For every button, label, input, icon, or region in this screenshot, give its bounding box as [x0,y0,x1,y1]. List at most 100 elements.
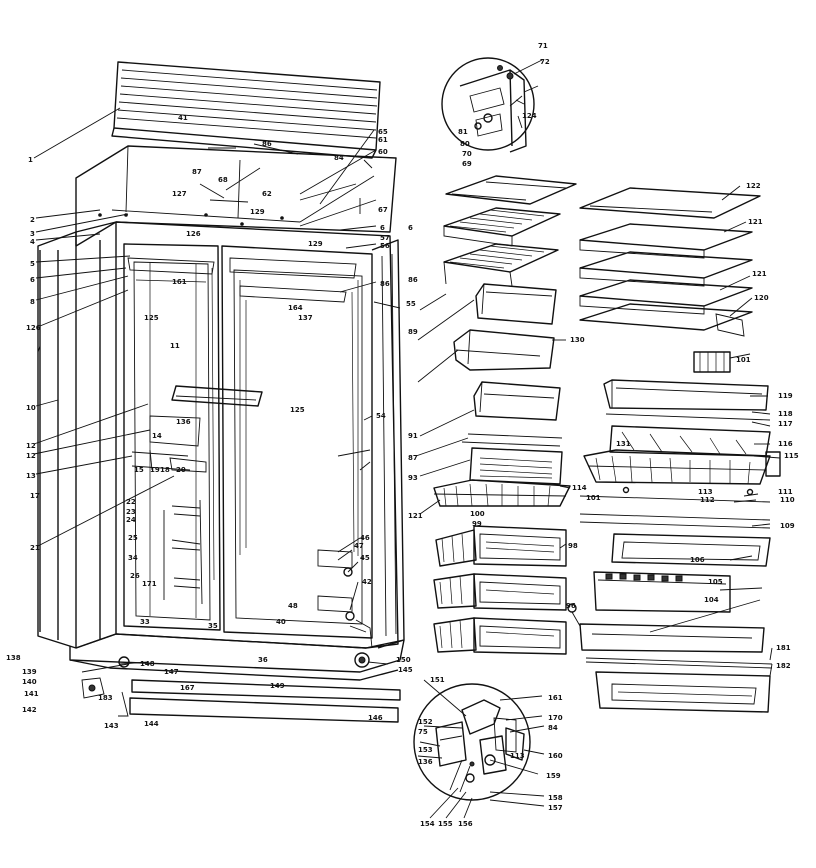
part-label: 150 [396,656,411,664]
part-label: 156 [458,820,473,828]
part-label: 141 [24,690,39,698]
part-label: 87 [408,454,418,462]
part-label: 26 [130,572,140,580]
part-label: 106 [690,556,705,564]
part-label: 6 [30,276,35,284]
part-label: 153 [418,746,433,754]
part-label: 101 [736,356,751,364]
part-label: 55 [406,300,416,308]
part-label: 86 [408,276,418,284]
part-label: 114 [572,484,587,492]
part-label: 143 [104,722,119,730]
part-label: 142 [22,706,37,714]
leader-lines [33,59,781,819]
part-label: 148 [140,660,155,668]
part-label: 130 [570,336,585,344]
part-label: 4 [30,238,35,246]
part-label: 113 [510,752,525,760]
part-label: 19 [150,466,160,474]
cabinet-body [37,145,405,723]
part-label: 45 [360,554,370,562]
part-label: 84 [334,154,344,162]
part-label: 86 [380,280,390,288]
part-label: 104 [704,596,719,604]
part-label: 125 [144,314,159,322]
part-label: 183 [98,694,113,702]
part-label: 136 [418,758,433,766]
part-label: 157 [548,804,563,812]
part-label: 126 [26,324,41,332]
part-label: 151 [430,676,445,684]
hinge-inset-bottom [413,683,531,801]
part-label: 75 [418,728,428,736]
part-label: 167 [180,684,195,692]
part-label: 72 [540,58,550,66]
part-label: 171 [142,580,157,588]
part-label: 48 [288,602,298,610]
part-label: 109 [780,522,795,530]
part-label: 12 [26,452,36,460]
part-label: 96 [566,602,576,610]
part-label: 161 [548,694,563,702]
part-label: 170 [548,714,563,722]
part-label: 47 [354,542,364,550]
part-label: 24 [126,516,136,524]
part-label: 101 [586,494,601,502]
part-label: 1 [28,156,33,164]
part-label: 81 [458,128,468,136]
part-label: 98 [568,542,578,550]
part-label: 164 [288,304,303,312]
part-label: 120 [754,294,769,302]
part-label: 15 [134,466,144,474]
part-label: 14 [152,432,162,440]
part-label: 125 [290,406,305,414]
part-label: 121 [752,270,767,278]
part-label: 147 [164,668,179,676]
part-label: 61 [378,136,388,144]
part-label: 22 [126,498,136,506]
part-label: 91 [408,432,418,440]
part-label: 161 [172,278,187,286]
part-label: 93 [408,474,418,482]
part-label: 25 [128,534,138,542]
part-label: 3 [30,230,35,238]
part-label: 67 [378,206,388,214]
part-label: 65 [378,128,388,136]
part-label: 136 [176,418,191,426]
part-label: 70 [462,150,472,158]
part-label: 13 [26,472,36,480]
part-label: 86 [262,140,272,148]
part-label: 42 [362,578,372,586]
part-label: 160 [548,752,563,760]
top-grille [111,61,381,159]
part-label: 155 [438,820,453,828]
part-label: 36 [258,656,268,664]
part-label: 105 [708,578,723,586]
part-label: 181 [776,644,791,652]
part-label: 57 [380,234,390,242]
part-label: 146 [368,714,383,722]
hinge-inset-top [441,57,535,153]
part-label: 5 [30,260,35,268]
part-label: 87 [192,168,202,176]
part-label: 129 [308,240,323,248]
part-label: 117 [778,420,793,428]
part-label: 154 [420,820,435,828]
part-label: 17 [30,492,40,500]
part-label: 124 [522,112,537,120]
part-label: 54 [376,412,386,420]
part-label: 12 [26,442,36,450]
part-label: 2 [30,216,35,224]
part-label: 6 [408,224,413,232]
part-label: 159 [546,772,561,780]
part-label: 69 [462,160,472,168]
part-label: 158 [548,794,563,802]
part-label: 62 [262,190,272,198]
part-label: 8 [30,298,35,306]
part-label: 129 [250,208,265,216]
part-label: 182 [776,662,791,670]
part-label: 33 [140,618,150,626]
part-label: 11 [170,342,180,350]
freezer-shelves [433,175,577,655]
